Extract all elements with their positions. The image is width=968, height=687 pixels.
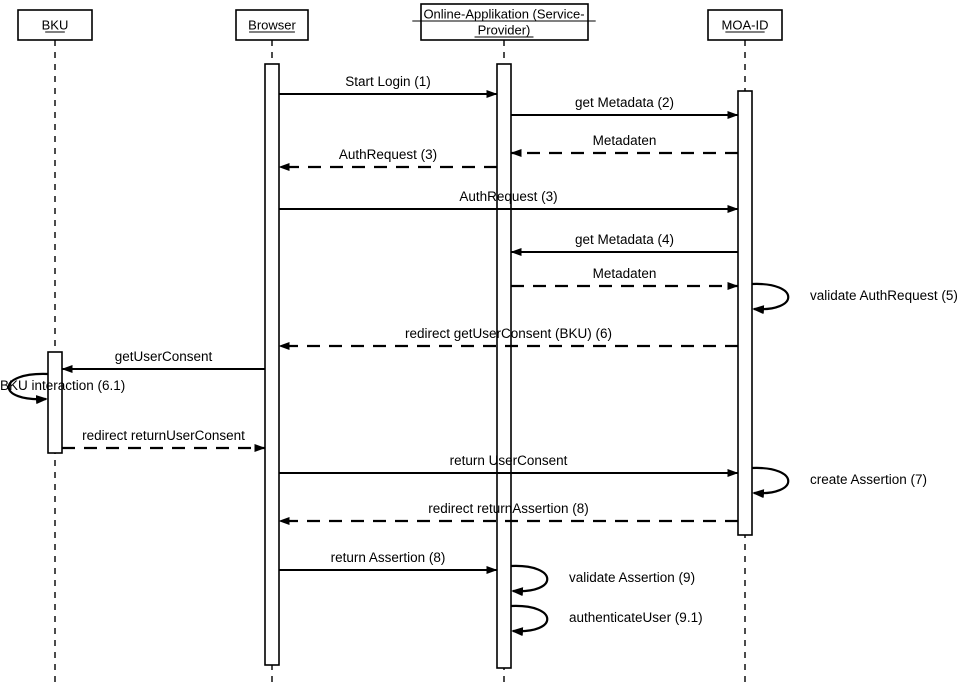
- message-3[interactable]: Metadaten: [510, 133, 738, 157]
- lifeline-header-bku[interactable]: BKU: [17, 9, 93, 41]
- message-4[interactable]: AuthRequest (3): [278, 147, 497, 171]
- message-label: Metadaten: [593, 266, 657, 281]
- activation-bar-bku: [47, 351, 63, 454]
- self-message-moaid-2[interactable]: create Assertion (7): [751, 466, 927, 499]
- message-label: get Metadata (2): [575, 95, 674, 110]
- self-message-arc: [510, 604, 549, 637]
- lifeline-label-oa: Online-Applikation (Service-: [423, 7, 584, 22]
- message-2[interactable]: get Metadata (2): [511, 95, 739, 119]
- activation-bar-moaid: [737, 90, 753, 536]
- lifeline-header-browser[interactable]: Browser: [235, 9, 309, 41]
- self-message-label: create Assertion (7): [810, 472, 927, 487]
- lifeline-label-oa: Provider): [478, 23, 531, 38]
- message-label: redirect returnUserConsent: [82, 428, 245, 443]
- message-label: Metadaten: [593, 133, 657, 148]
- message-12[interactable]: redirect returnAssertion (8): [278, 501, 738, 525]
- self-message-arc: [510, 564, 549, 597]
- self-message-label: authenticateUser (9.1): [569, 610, 703, 625]
- message-11[interactable]: return UserConsent: [279, 453, 739, 477]
- lifeline-box-moaid: [707, 9, 783, 41]
- activations-layer: [47, 63, 753, 669]
- self-message-bku-1[interactable]: BKU interaction (6.1): [0, 372, 125, 405]
- message-6[interactable]: get Metadata (4): [510, 232, 738, 256]
- message-5[interactable]: AuthRequest (3): [279, 189, 739, 213]
- message-10[interactable]: redirect returnUserConsent: [62, 428, 266, 452]
- self-message-label: validate Assertion (9): [569, 570, 695, 585]
- self-message-label: validate AuthRequest (5): [810, 288, 958, 303]
- self-messages-layer: validate AuthRequest (5) BKU interaction …: [0, 282, 958, 637]
- lifeline-label-bku: BKU: [42, 18, 69, 33]
- activation-bar-browser: [264, 63, 280, 666]
- message-label: return Assertion (8): [331, 550, 446, 565]
- message-label: AuthRequest (3): [459, 189, 557, 204]
- messages-layer: Start Login (1) get Metadata (2) Metadaten…: [61, 74, 739, 574]
- message-label: Start Login (1): [345, 74, 431, 89]
- message-13[interactable]: return Assertion (8): [279, 550, 498, 574]
- message-label: return UserConsent: [450, 453, 568, 468]
- self-message-oa-3[interactable]: validate Assertion (9): [510, 564, 695, 597]
- activation-bar-oa: [496, 63, 512, 669]
- lifeline-box-bku: [17, 9, 93, 41]
- self-message-arc: [7, 372, 49, 405]
- self-message-arc: [751, 466, 790, 499]
- lifeline-box-oa: [420, 3, 589, 41]
- message-7[interactable]: Metadaten: [511, 266, 739, 290]
- self-message-moaid-0[interactable]: validate AuthRequest (5): [751, 282, 958, 315]
- lifeline-header-moaid[interactable]: MOA-ID: [707, 9, 783, 41]
- message-label: getUserConsent: [115, 349, 213, 364]
- self-message-oa-4[interactable]: authenticateUser (9.1): [510, 604, 703, 637]
- lifeline-label-browser: Browser: [248, 18, 296, 33]
- message-label: AuthRequest (3): [339, 147, 437, 162]
- lifeline-label-moaid: MOA-ID: [722, 18, 769, 33]
- lifeline-box-browser: [235, 9, 309, 41]
- message-label: redirect returnAssertion (8): [428, 501, 589, 516]
- message-8[interactable]: redirect getUserConsent (BKU) (6): [278, 326, 738, 350]
- message-9[interactable]: getUserConsent: [61, 349, 265, 373]
- message-label: get Metadata (4): [575, 232, 674, 247]
- lifeline-headers-layer: BKU Browser Online-Applikation (Service-Pr…: [17, 3, 783, 41]
- self-message-arc: [751, 282, 790, 315]
- message-label: redirect getUserConsent (BKU) (6): [405, 326, 612, 341]
- message-1[interactable]: Start Login (1): [279, 74, 498, 98]
- self-message-label: BKU interaction (6.1): [0, 378, 125, 393]
- lifeline-header-oa[interactable]: Online-Applikation (Service-Provider): [412, 3, 596, 41]
